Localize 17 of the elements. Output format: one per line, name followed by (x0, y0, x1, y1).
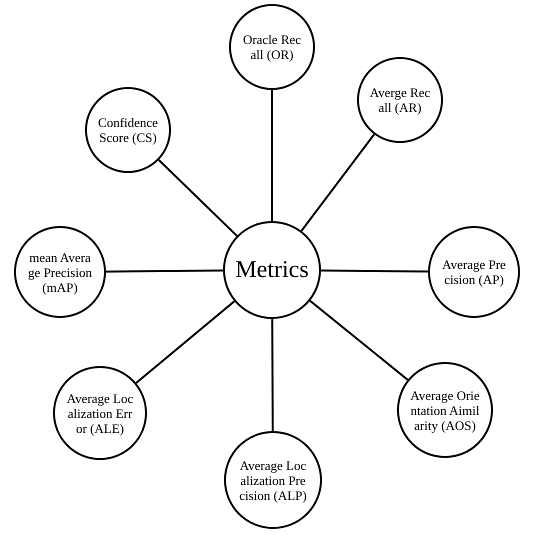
metric-label: Average Localization Error (ALE) (66, 390, 134, 436)
connector-line (320, 269, 428, 273)
metric-label: Average Orientation Aimilarity (AOS) (410, 388, 480, 432)
connector-line (106, 269, 224, 273)
connector-line (300, 134, 375, 232)
metric-label: Average Localization Precision (ALP) (238, 458, 308, 502)
connector-line (136, 300, 235, 384)
metric-label: Oracle Recall (OR) (242, 32, 302, 62)
metric-label: Confidence Score (CS) (97, 115, 159, 145)
metric-label: mean Average Precision (mAP) (27, 250, 93, 294)
connector-line (271, 319, 274, 431)
connector-line (158, 159, 238, 237)
connector-line (309, 300, 408, 381)
connector-line (271, 90, 273, 221)
metric-label: Averge Recall (AR) (368, 85, 432, 115)
metric-label: Average Precision (AP) (441, 257, 507, 287)
center-label: Metrics (235, 256, 309, 285)
